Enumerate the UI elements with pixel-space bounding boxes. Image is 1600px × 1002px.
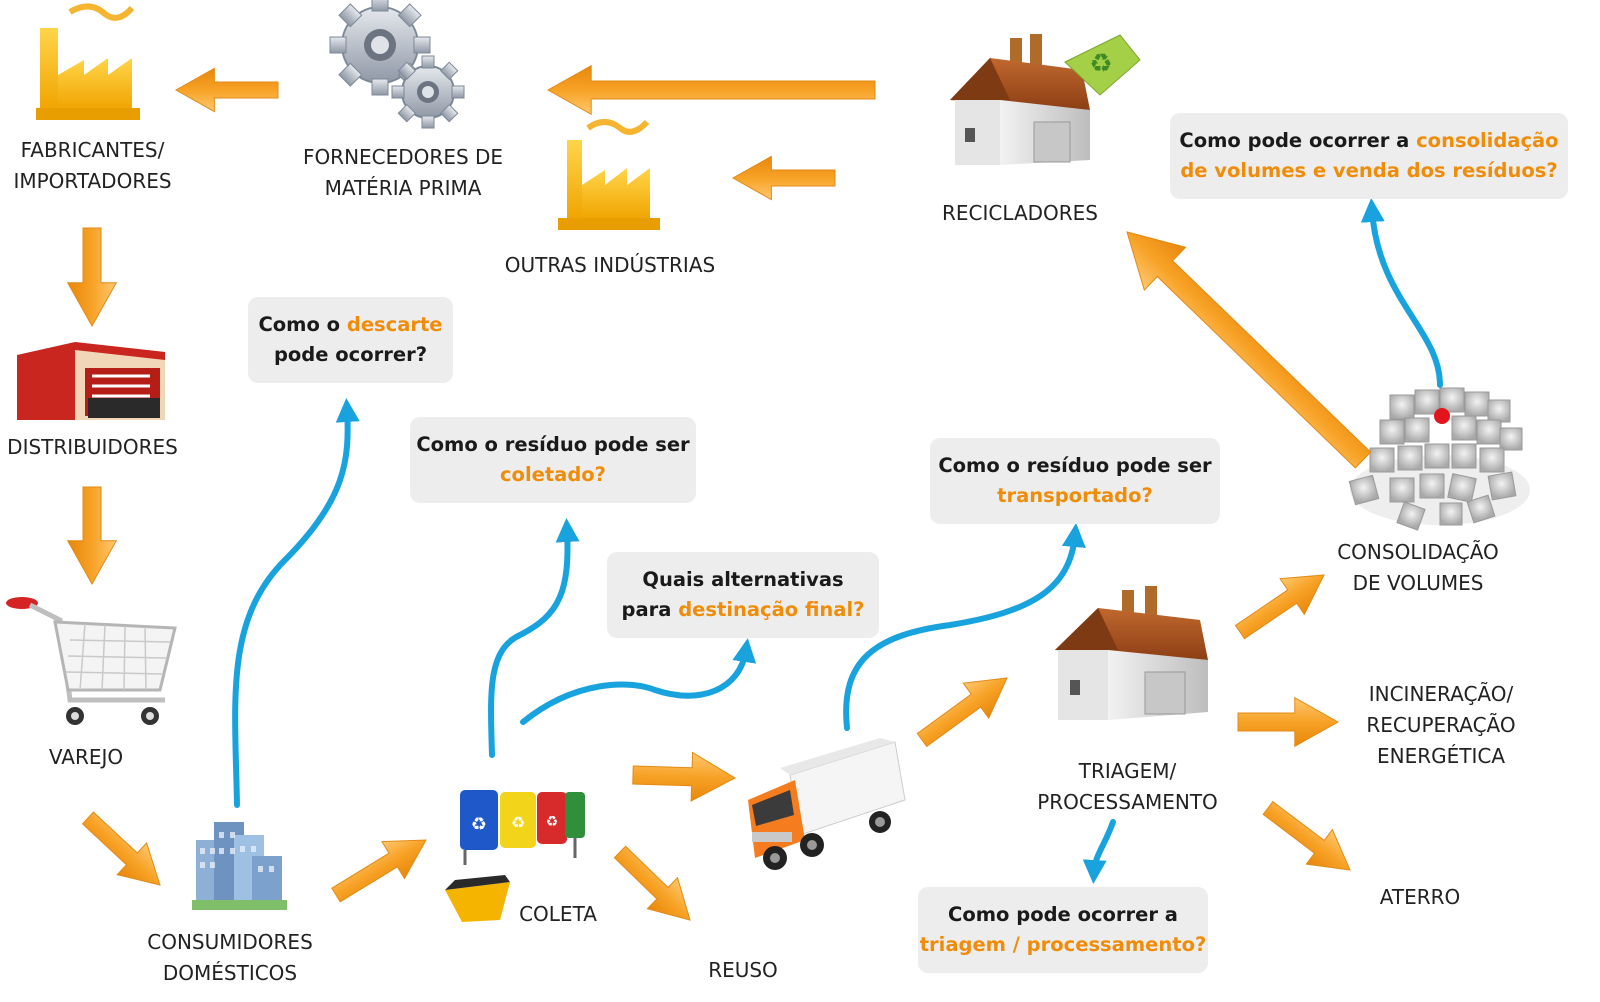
flow-arrow: [546, 64, 876, 116]
node-label-line: ATERRO: [1379, 885, 1461, 909]
question-highlight: transportado?: [997, 484, 1153, 507]
node-label-line: TRIAGEM/: [1078, 759, 1177, 783]
question-text: pode ocorrer?: [273, 343, 428, 366]
question-text: Como o resíduo pode ser: [416, 433, 690, 456]
factory-icon: [36, 3, 140, 120]
node-reuso: REUSO: [700, 955, 786, 986]
node-label-line: REUSO: [708, 958, 778, 982]
question-arrow: [843, 523, 1086, 731]
question-arrow: [232, 398, 360, 808]
question-coletado: Como o resíduo pode ser coletado?: [410, 417, 696, 503]
question-text: Quais alternativas: [642, 568, 844, 591]
node-label-line: MATÉRIA PRIMA: [324, 176, 482, 200]
node-triagem: TRIAGEM/ PROCESSAMENTO: [1030, 756, 1225, 818]
flow-arrow: [1126, 231, 1372, 469]
flow-arrow: [731, 155, 836, 201]
node-coleta: COLETA: [515, 899, 601, 930]
node-label-line: FORNECEDORES DE: [302, 145, 504, 169]
question-highlight: de volumes e venda dos resíduos?: [1180, 159, 1558, 182]
flow-arrow: [613, 845, 691, 921]
svg-text:♻: ♻: [471, 814, 487, 835]
node-label-line: CONSUMIDORES: [147, 930, 313, 954]
flow-arrow: [1234, 574, 1325, 640]
svg-text:♻: ♻: [1089, 49, 1112, 79]
question-highlight: descarte: [346, 313, 443, 336]
question-highlight: coletado?: [499, 463, 606, 486]
shopping-cart-icon: [6, 597, 177, 725]
question-consolidacao: Como pode ocorrer a consolidação de volu…: [1170, 113, 1568, 199]
question-arrow: [520, 638, 757, 725]
question-text: para: [621, 598, 679, 621]
question-highlight: consolidação: [1416, 129, 1559, 152]
node-label-line: DOMÉSTICOS: [162, 961, 298, 985]
flow-arrow: [1262, 800, 1351, 871]
svg-text:♻: ♻: [511, 813, 525, 832]
node-recicladores: RECICLADORES: [930, 198, 1110, 229]
processing-plant-icon: [1055, 586, 1208, 720]
node-fabricantes: FABRICANTES/ IMPORTADORES: [0, 135, 185, 197]
node-label-line: INCINERAÇÃO/: [1368, 682, 1514, 706]
flow-arrow: [66, 486, 118, 586]
node-label-line: FABRICANTES/: [20, 138, 165, 162]
question-destinacao: Quais alternativas para destinação final…: [607, 552, 879, 638]
flow-arrow: [174, 67, 279, 113]
question-highlight: triagem / processamento?: [919, 933, 1207, 956]
node-outras: OUTRAS INDÚSTRIAS: [498, 250, 722, 281]
node-label-line: PROCESSAMENTO: [1037, 790, 1218, 814]
question-transportado: Como o resíduo pode ser transportado?: [930, 438, 1220, 524]
buildings-icon: [192, 822, 287, 910]
node-aterro: ATERRO: [1370, 882, 1470, 913]
factory-icon: [558, 119, 660, 230]
question-text: Como o: [258, 313, 347, 336]
node-label-line: VAREJO: [48, 745, 124, 769]
flow-arrow: [81, 811, 161, 886]
recycling-bins-icon: ♻ ♻ ♻: [445, 790, 585, 922]
question-highlight: destinação final?: [678, 598, 865, 621]
node-label-line: DISTRIBUIDORES: [7, 435, 178, 459]
node-label-line: RECUPERAÇÃO: [1366, 713, 1516, 737]
truck-icon: [748, 738, 906, 870]
gears-icon: [329, 0, 465, 129]
node-consumidores: CONSUMIDORES DOMÉSTICOS: [140, 927, 320, 989]
node-consolidacao: CONSOLIDAÇÃO DE VOLUMES: [1330, 537, 1506, 599]
svg-text:♻: ♻: [546, 814, 559, 830]
question-text: Como pode ocorrer a: [948, 903, 1178, 926]
question-descarte: Como o descarte pode ocorrer?: [248, 297, 453, 383]
flow-arrow: [916, 677, 1008, 748]
node-label-line: CONSOLIDAÇÃO: [1337, 540, 1499, 564]
node-incineracao: INCINERAÇÃO/ RECUPERAÇÃO ENERGÉTICA: [1355, 679, 1527, 772]
question-triagem: Como pode ocorrer a triagem / processame…: [918, 887, 1208, 973]
cubes-icon: [1348, 387, 1530, 531]
node-fornecedores: FORNECEDORES DE MATÉRIA PRIMA: [300, 142, 506, 204]
recycling-plant-icon: ♻: [950, 34, 1141, 165]
node-varejo: VAREJO: [30, 742, 142, 773]
question-arrow: [1360, 198, 1443, 388]
question-text: Como o resíduo pode ser: [938, 454, 1212, 477]
flow-arrow: [66, 227, 118, 328]
node-label-line: RECICLADORES: [941, 201, 1098, 225]
node-distribuidores: DISTRIBUIDORES: [0, 432, 185, 463]
question-arrow: [1082, 819, 1116, 884]
flow-arrow: [1237, 696, 1340, 748]
node-label-line: ENERGÉTICA: [1376, 744, 1506, 768]
node-label-line: OUTRAS INDÚSTRIAS: [504, 253, 716, 277]
node-label-line: DE VOLUMES: [1352, 571, 1484, 595]
node-label-line: IMPORTADORES: [13, 169, 172, 193]
node-label-line: COLETA: [519, 902, 597, 926]
warehouse-icon: [17, 342, 165, 420]
flow-arrow: [331, 839, 427, 903]
question-arrow: [488, 518, 580, 758]
flow-arrow: [632, 751, 737, 802]
question-text: Como pode ocorrer a: [1179, 129, 1417, 152]
